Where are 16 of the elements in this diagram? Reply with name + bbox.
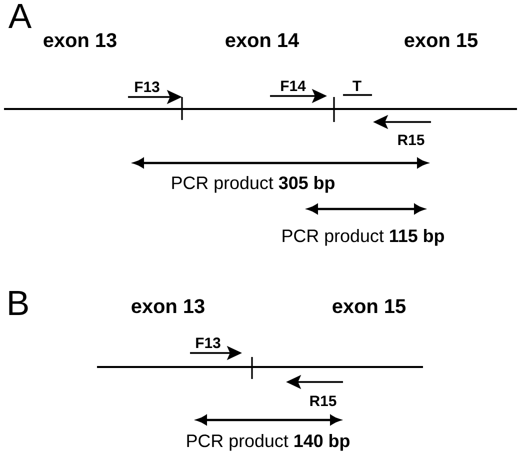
primer-label: F13 <box>196 338 220 348</box>
product-label: PCR product 140 bp <box>187 434 350 451</box>
primer-label: F13 <box>135 82 160 92</box>
product-label: PCR product 305 bp <box>172 176 334 193</box>
primer-label: R15 <box>310 396 336 406</box>
probe-label: T <box>352 80 362 91</box>
product-label: PCR product 115 bp <box>282 228 444 246</box>
exon-label: exon 15 <box>404 33 478 48</box>
exon-label: exon 13 <box>44 33 116 48</box>
primer-label: F14 <box>281 80 306 91</box>
panel-label: B <box>9 290 28 315</box>
exon-label: exon 14 <box>226 33 299 48</box>
exon-label: exon 15 <box>332 299 406 314</box>
primer-label: R15 <box>398 134 424 146</box>
exon-label: exon 13 <box>132 299 204 314</box>
panel-label: A <box>8 4 32 28</box>
